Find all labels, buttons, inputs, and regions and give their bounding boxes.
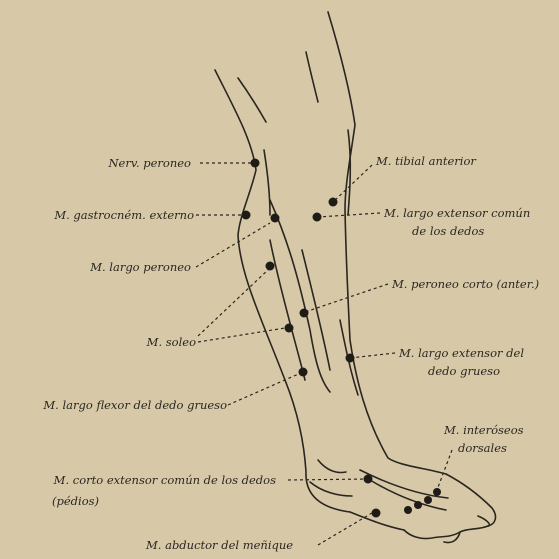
point-interoseo-1 [404, 506, 412, 514]
label-largo-extensor-dedo-line1: M. largo extensor del [399, 344, 524, 362]
label-nerv-peroneo: Nerv. peroneo [108, 154, 191, 172]
label-tibial-anterior: M. tibial anterior [376, 152, 476, 170]
label-corto-extensor-line1: M. corto extensor común de los dedos [54, 471, 276, 489]
point-abductor [372, 509, 381, 518]
point-interoseo-2 [414, 501, 422, 509]
point-tibial-anterior [329, 198, 338, 207]
point-peroneo-corto [300, 309, 309, 318]
label-largo-extensor-comun-line2: de los dedos [412, 222, 484, 240]
point-gastrocnem [242, 211, 251, 220]
point-largo-flexor [299, 368, 308, 377]
label-corto-extensor-line2: (pédios) [52, 492, 99, 510]
label-peroneo-corto: M. peroneo corto (anter.) [392, 275, 539, 293]
point-interoseo-3 [424, 496, 432, 504]
point-largo-extensor-dedo [346, 354, 355, 363]
label-largo-peroneo: M. largo peroneo [90, 258, 191, 276]
label-gastrocnem-externo: M. gastrocném. externo [54, 206, 194, 224]
label-interoseos-line2: dorsales [458, 439, 507, 457]
label-largo-extensor-comun-line1: M. largo extensor común [384, 204, 530, 222]
label-abductor-menique: M. abductor del meñique [146, 536, 293, 554]
point-interoseo-4 [433, 488, 441, 496]
point-corto-extensor [364, 475, 373, 484]
label-largo-extensor-dedo-line2: dedo grueso [428, 362, 500, 380]
point-nerv-peroneo [251, 159, 260, 168]
point-gastrocnem-2 [271, 214, 280, 223]
point-largo-peroneo [266, 262, 275, 271]
point-soleo [285, 324, 294, 333]
point-largo-extensor-comun [313, 213, 322, 222]
label-largo-flexor-dedo-grueso: M. largo flexor del dedo grueso [43, 396, 227, 414]
label-soleo: M. soleo [147, 333, 196, 351]
label-interoseos-line1: M. interóseos [444, 421, 524, 439]
